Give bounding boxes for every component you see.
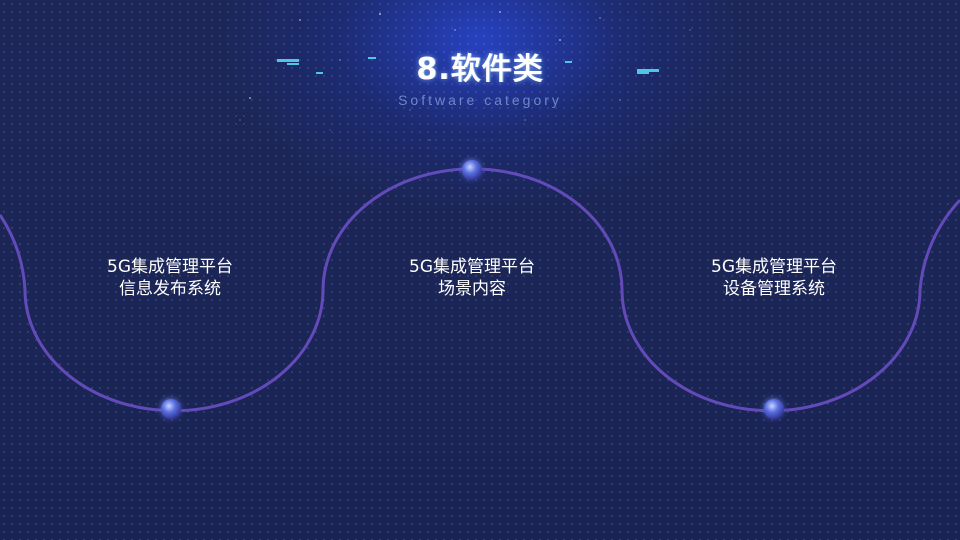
item-line1: 5G集成管理平台 xyxy=(409,257,535,277)
starfield xyxy=(239,11,691,141)
software-item-device-management: 5G集成管理平台 设备管理系统 xyxy=(664,256,884,300)
software-item-info-release: 5G集成管理平台 信息发布系统 xyxy=(60,256,280,300)
item-line2: 设备管理系统 xyxy=(723,279,825,299)
item-line1: 5G集成管理平台 xyxy=(107,257,233,277)
item-line1: 5G集成管理平台 xyxy=(711,257,837,277)
title-decor-dash xyxy=(316,72,323,74)
item-line2: 信息发布系统 xyxy=(119,279,221,299)
node-dot xyxy=(161,399,181,419)
title-decor-dash xyxy=(565,61,572,63)
node-dot xyxy=(462,160,482,180)
item-line2: 场景内容 xyxy=(438,279,506,299)
title-decor-dash xyxy=(277,59,299,62)
page-title: 8.软件类 xyxy=(416,52,544,87)
software-item-scene-content: 5G集成管理平台 场景内容 xyxy=(362,256,582,300)
node-dot xyxy=(764,399,784,419)
title-decor-dash xyxy=(637,72,649,74)
title-decor-dash xyxy=(287,63,299,65)
title-decor-dash xyxy=(368,57,376,59)
title-decor-dash xyxy=(637,69,659,72)
page-subtitle: Software category xyxy=(398,92,562,108)
